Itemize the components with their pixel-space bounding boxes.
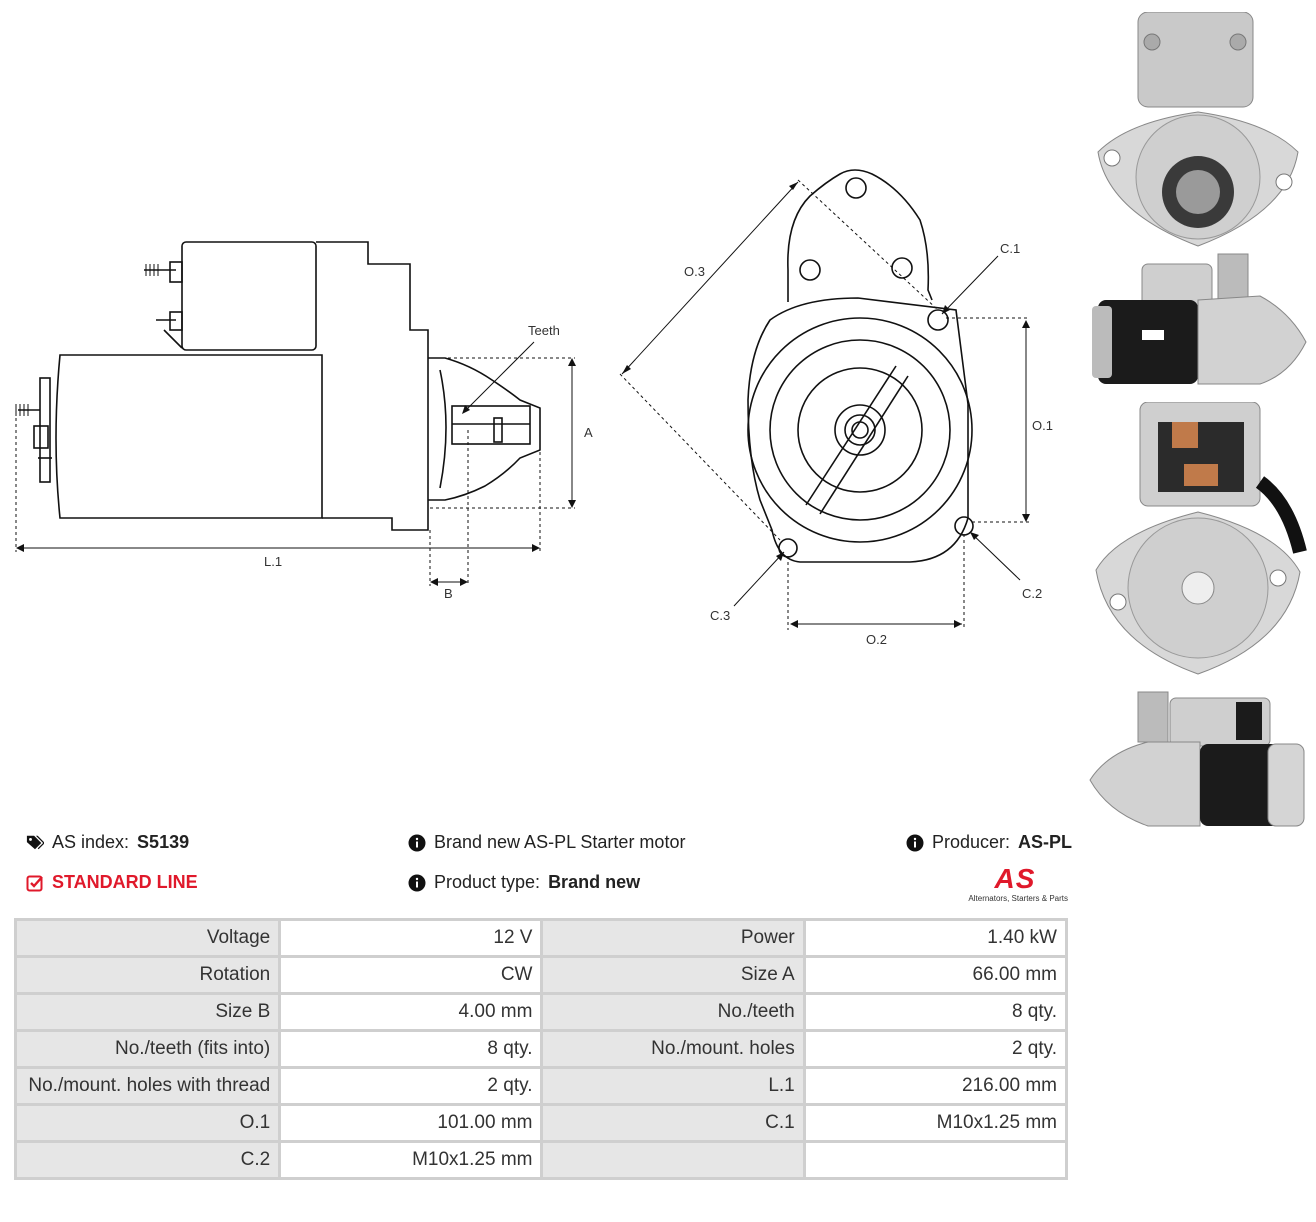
standard-line: STANDARD LINE [26, 872, 198, 893]
label-c1: C.1 [1000, 241, 1020, 256]
as-logo-tagline: Alternators, Starters & Parts [968, 894, 1068, 903]
spec-label: Size A [540, 955, 806, 995]
label-c3: C.3 [710, 608, 730, 623]
spec-value: 12 V [278, 918, 544, 958]
spec-label: Rotation [13, 955, 282, 995]
description-line: Brand new AS-PL Starter motor [408, 832, 685, 853]
as-index-line: AS index: S5139 [26, 832, 189, 853]
product-type-label: Product type: [434, 872, 541, 892]
front-view-drawing: O.3 C.1 O.1 C.2 C.3 O.2 [619, 169, 1053, 647]
product-type-line: Product type: Brand new [408, 872, 640, 893]
info-icon [408, 834, 426, 851]
spec-label: No./mount. holes [540, 1029, 806, 1069]
spec-value: 2 qty. [278, 1066, 544, 1106]
label-o3: O.3 [684, 264, 705, 279]
standard-line-label: STANDARD LINE [52, 872, 198, 892]
label-l1: L.1 [264, 554, 282, 569]
producer-line: Producer: AS-PL [906, 832, 1072, 853]
spec-value: 1.40 kW [802, 918, 1069, 958]
info-icon [906, 834, 924, 851]
spec-label: Power [540, 918, 806, 958]
info-icon [408, 874, 426, 891]
as-logo: AS Alternators, Starters & Parts [962, 863, 1068, 904]
spec-label: L.1 [540, 1066, 806, 1106]
spec-value: 8 qty. [278, 1029, 544, 1069]
spec-label: O.1 [13, 1103, 282, 1143]
spec-value: 8 qty. [802, 992, 1069, 1032]
spec-value: CW [278, 955, 544, 995]
side-view-photo[interactable] [1090, 250, 1308, 390]
rear-view-photo[interactable] [1088, 402, 1308, 676]
spec-label: Voltage [13, 918, 282, 958]
as-logo-mark: AS [994, 863, 1036, 894]
producer-label: Producer: [932, 832, 1011, 852]
spec-label [540, 1140, 806, 1180]
spec-label: C.1 [540, 1103, 806, 1143]
front-view-photo[interactable] [1088, 12, 1308, 250]
product-type-value: Brand new [548, 872, 641, 892]
label-c2: C.2 [1022, 586, 1042, 601]
as-index-value: S5139 [137, 832, 190, 852]
label-a: A [584, 425, 593, 440]
side-view-photo-2[interactable] [1088, 688, 1308, 828]
label-b: B [444, 586, 453, 601]
label-o2: O.2 [866, 632, 887, 647]
spec-value: M10x1.25 mm [278, 1140, 544, 1180]
spec-value: 101.00 mm [278, 1103, 544, 1143]
producer-value: AS-PL [1018, 832, 1073, 852]
description-text: Brand new AS-PL Starter motor [434, 832, 686, 852]
spec-label: No./teeth [540, 992, 806, 1032]
spec-value: 66.00 mm [802, 955, 1069, 995]
label-o1: O.1 [1032, 418, 1053, 433]
spec-label: C.2 [13, 1140, 282, 1180]
as-index-label: AS index: [52, 832, 130, 852]
spec-value: M10x1.25 mm [802, 1103, 1069, 1143]
spec-value: 216.00 mm [802, 1066, 1069, 1106]
spec-row: No./teeth (fits into)8 qty.No./mount. ho… [13, 1029, 1069, 1069]
spec-value: 2 qty. [802, 1029, 1069, 1069]
spec-label: Size B [13, 992, 282, 1032]
spec-label: No./teeth (fits into) [13, 1029, 282, 1069]
spec-label: No./mount. holes with thread [13, 1066, 282, 1106]
spec-value: 4.00 mm [278, 992, 544, 1032]
checked-box-icon [26, 875, 43, 891]
label-teeth: Teeth [528, 323, 560, 338]
tags-icon [26, 835, 44, 849]
spec-value [802, 1140, 1069, 1180]
side-view-drawing: Teeth A L.1 B [15, 241, 593, 601]
